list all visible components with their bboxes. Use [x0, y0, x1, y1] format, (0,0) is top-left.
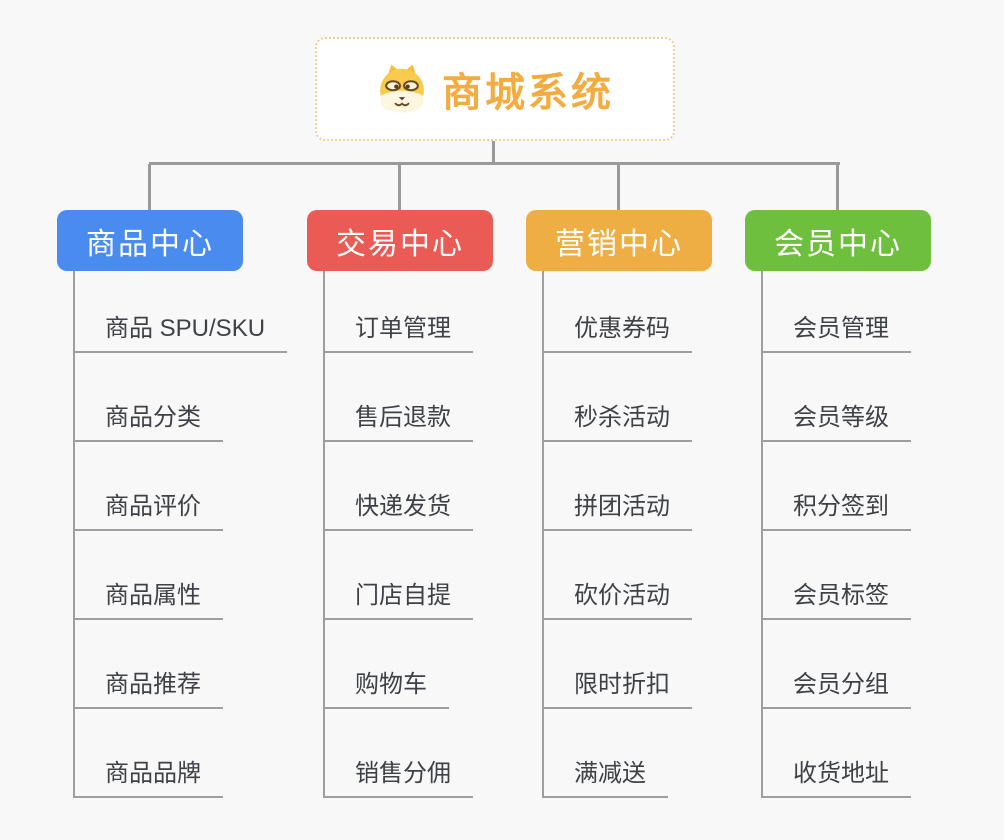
leaf-node[interactable]: 门店自提	[323, 572, 473, 620]
branch-child-line	[73, 271, 75, 798]
root-stem-line	[492, 139, 495, 165]
branch-drop-line	[836, 164, 839, 210]
branch-node-members[interactable]: 会员中心	[745, 210, 931, 271]
branch-node-trade[interactable]: 交易中心	[307, 210, 493, 271]
root-node[interactable]: 商城系统	[315, 37, 675, 141]
leaf-node[interactable]: 拼团活动	[542, 483, 692, 531]
branch-node-marketing[interactable]: 营销中心	[526, 210, 712, 271]
leaf-node[interactable]: 收货地址	[761, 750, 911, 798]
branch-column-trade: 交易中心 订单管理 售后退款 快递发货 门店自提 购物车 销售分佣	[307, 210, 557, 798]
leaf-node[interactable]: 销售分佣	[323, 750, 473, 798]
branch-child-line	[542, 271, 544, 798]
leaf-node[interactable]: 商品评价	[73, 483, 223, 531]
leaf-node[interactable]: 满减送	[542, 750, 668, 798]
trunk-line	[149, 162, 840, 165]
leaf-node[interactable]: 会员标签	[761, 572, 911, 620]
leaf-node[interactable]: 秒杀活动	[542, 394, 692, 442]
branch-column-products: 商品中心 商品 SPU/SKU 商品分类 商品评价 商品属性 商品推荐 商品品牌	[57, 210, 307, 798]
branch-column-marketing: 营销中心 优惠券码 秒杀活动 拼团活动 砍价活动 限时折扣 满减送	[526, 210, 776, 798]
leaf-node[interactable]: 快递发货	[323, 483, 473, 531]
leaf-node[interactable]: 订单管理	[323, 305, 473, 353]
leaf-node[interactable]: 会员管理	[761, 305, 911, 353]
leaf-node[interactable]: 会员分组	[761, 661, 911, 709]
leaf-node[interactable]: 优惠券码	[542, 305, 692, 353]
leaf-node[interactable]: 商品属性	[73, 572, 223, 620]
leaf-node[interactable]: 商品分类	[73, 394, 223, 442]
leaf-node[interactable]: 商品品牌	[73, 750, 223, 798]
leaf-node[interactable]: 砍价活动	[542, 572, 692, 620]
root-node-label: 商城系统	[442, 71, 614, 115]
leaf-node[interactable]: 积分签到	[761, 483, 911, 531]
leaf-node[interactable]: 售后退款	[323, 394, 473, 442]
leaf-node[interactable]: 限时折扣	[542, 661, 692, 709]
branch-drop-line	[398, 164, 401, 210]
leaf-node[interactable]: 商品推荐	[73, 661, 223, 709]
branch-node-products[interactable]: 商品中心	[57, 210, 243, 271]
branch-child-line	[761, 271, 763, 798]
leaf-node[interactable]: 购物车	[323, 661, 449, 709]
leaf-node[interactable]: 会员等级	[761, 394, 911, 442]
leaf-node[interactable]: 商品 SPU/SKU	[73, 305, 288, 353]
dog-face-icon	[376, 63, 428, 115]
branch-drop-line	[617, 164, 620, 210]
branch-child-line	[323, 271, 325, 798]
branch-column-members: 会员中心 会员管理 会员等级 积分签到 会员标签 会员分组 收货地址	[745, 210, 995, 798]
branch-drop-line	[148, 164, 151, 210]
